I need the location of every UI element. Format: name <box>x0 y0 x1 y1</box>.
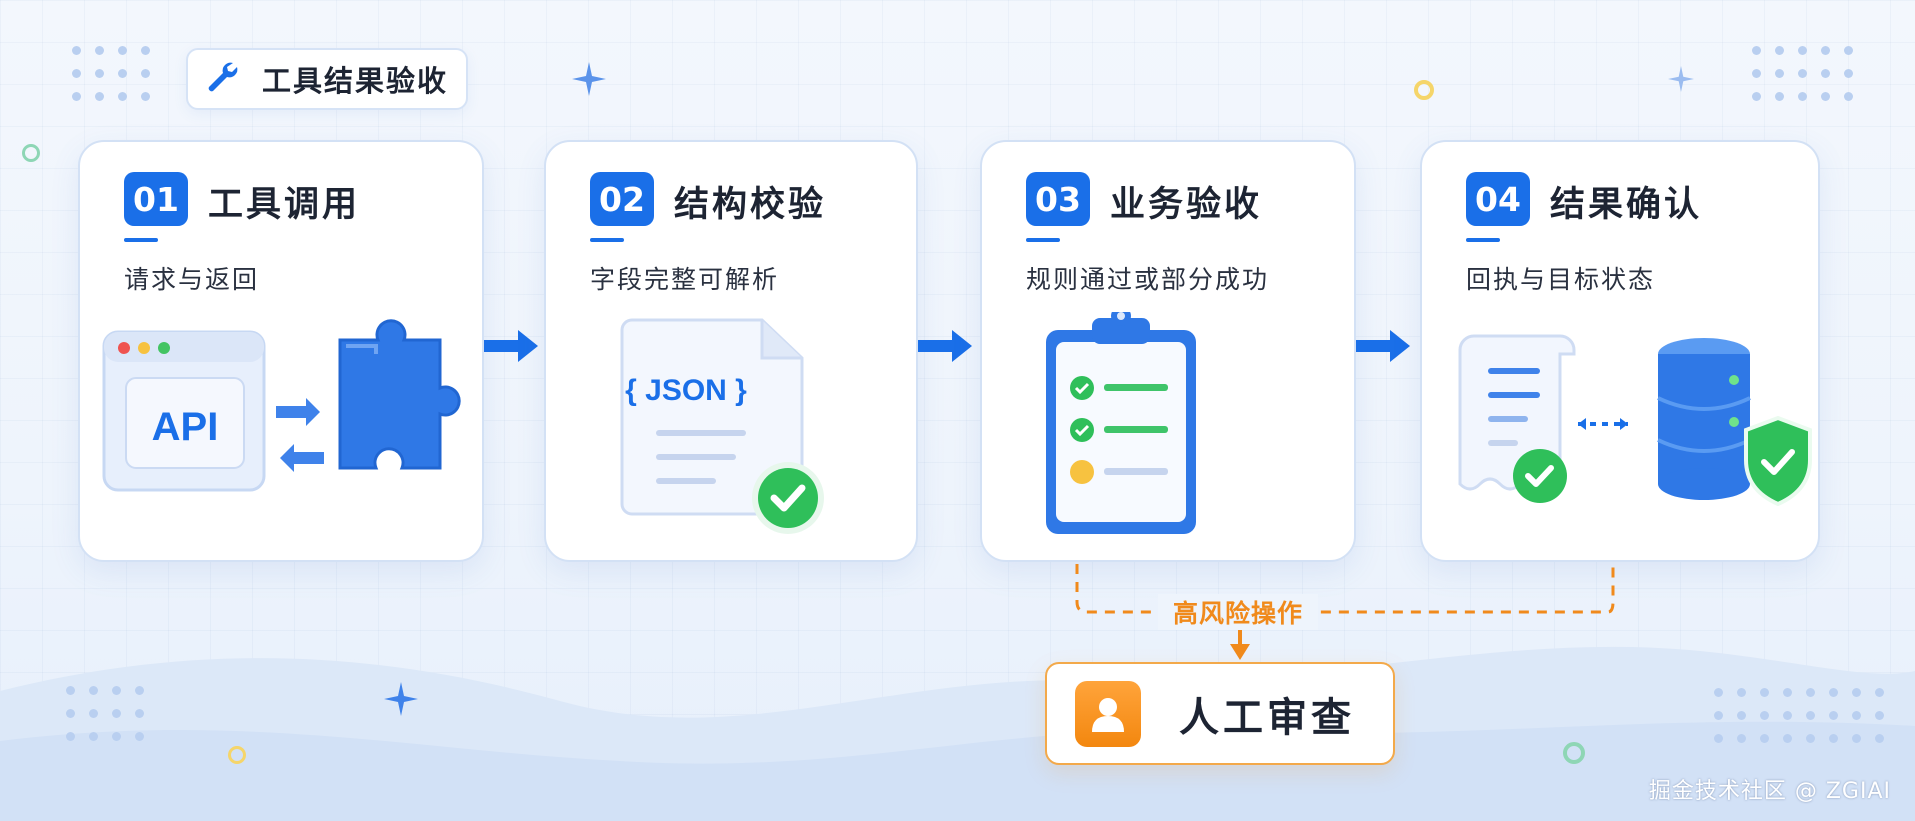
json-label: { JSON } <box>625 374 747 407</box>
step-underline <box>1026 238 1060 242</box>
decor-ring <box>1563 742 1585 764</box>
step-underline <box>124 238 158 242</box>
watermark: 掘金技术社区 @ ZGIAI <box>1648 779 1891 804</box>
sparkle-icon <box>1668 66 1694 92</box>
clipboard-illustration <box>1046 312 1196 534</box>
step-underline <box>590 238 624 242</box>
step-number: 03 <box>1026 172 1090 226</box>
sparkle-icon <box>384 682 418 716</box>
header-title: 工具结果验收 <box>262 64 449 98</box>
step-number: 01 <box>124 172 188 226</box>
person-icon <box>1075 680 1141 747</box>
decor-ring <box>228 746 246 764</box>
step-subtitle: 回执与目标状态 <box>1466 265 1656 294</box>
sparkle-icon <box>572 62 606 96</box>
api-puzzle-illustration: API <box>102 319 461 492</box>
json-document-illustration: { JSON } <box>620 318 824 534</box>
decor-ring <box>1414 80 1434 100</box>
flow-arrow <box>484 330 538 362</box>
decor-dots <box>72 46 150 101</box>
decor-dots <box>66 686 144 741</box>
step-title: 结构校验 <box>674 185 827 225</box>
decor-dots <box>1752 46 1853 101</box>
step-underline <box>1466 238 1500 242</box>
step-card-3: 03 业务验收 规则通过或部分成功 <box>980 140 1356 562</box>
api-label: API <box>152 405 219 449</box>
step-subtitle: 字段完整可解析 <box>590 265 780 294</box>
step-number: 02 <box>590 172 654 226</box>
step-title: 业务验收 <box>1110 185 1263 225</box>
high-risk-connector <box>1075 564 1615 660</box>
background-wave <box>0 646 1915 821</box>
step-title: 结果确认 <box>1550 185 1703 225</box>
step-card-1: 01 工具调用 请求与返回 API <box>78 140 484 562</box>
step-number: 04 <box>1466 172 1530 226</box>
wrench-icon <box>204 59 240 99</box>
manual-review-box: 人工审查 <box>1045 662 1395 765</box>
flow-arrow <box>1356 330 1410 362</box>
step-card-4: 04 结果确认 回执与目标状态 <box>1420 140 1820 562</box>
decor-dots <box>1714 688 1884 743</box>
step-subtitle: 规则通过或部分成功 <box>1026 265 1270 294</box>
high-risk-label: 高风险操作 <box>1158 594 1318 630</box>
header-tag: 工具结果验收 <box>186 48 468 110</box>
step-subtitle: 请求与返回 <box>124 265 260 294</box>
manual-review-label: 人工审查 <box>1179 694 1355 741</box>
step-title: 工具调用 <box>208 185 361 225</box>
flow-arrow <box>918 330 972 362</box>
decor-ring <box>22 144 40 162</box>
step-card-2: 02 结构校验 字段完整可解析 { JSON } <box>544 140 918 562</box>
receipt-database-illustration <box>1458 334 1812 507</box>
